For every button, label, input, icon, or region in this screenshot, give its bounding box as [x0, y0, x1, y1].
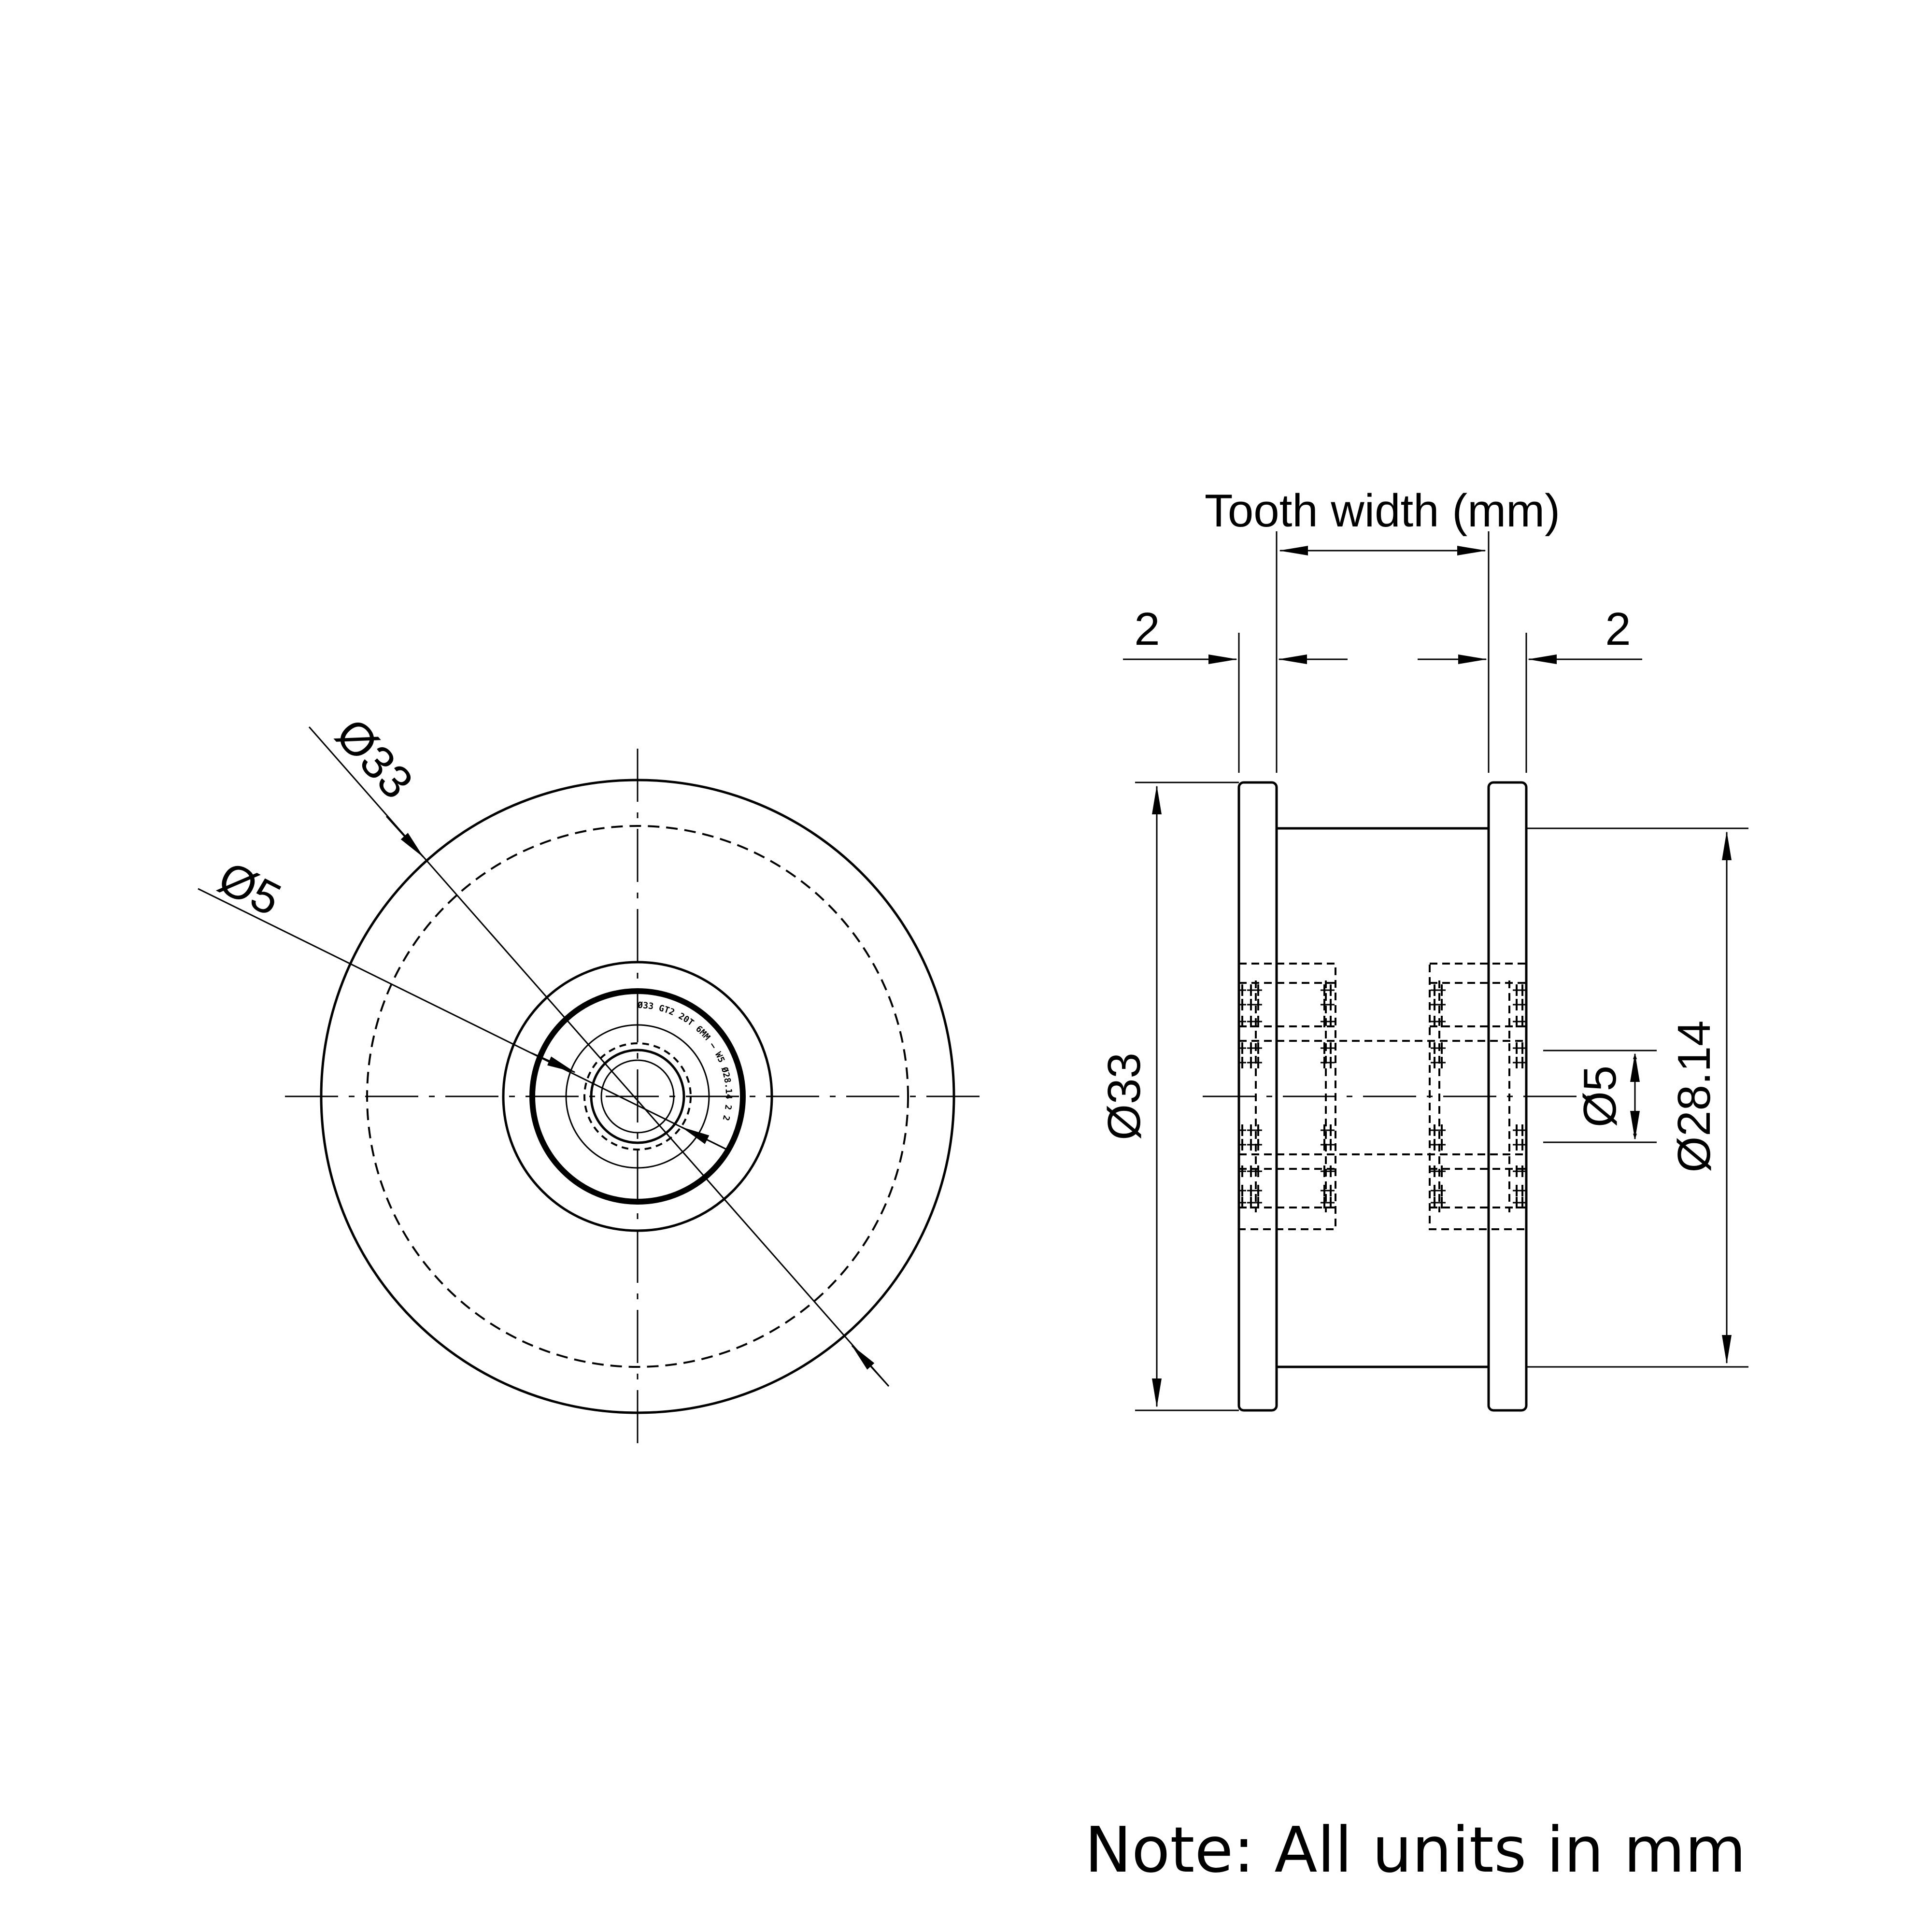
- bore-diameter-leader: [198, 888, 727, 1151]
- front-view: Ø33 GT2 20T 6MM — W5 Ø28.14 2 2 Ø33 Ø5: [198, 709, 990, 1449]
- engraving-ring-outer: [529, 988, 746, 1205]
- hub-circle: [502, 961, 773, 1232]
- bore-circle: [590, 1049, 685, 1144]
- bore-inner-circle: [600, 1059, 675, 1134]
- outer-diameter-label: Ø33: [326, 709, 423, 808]
- bore-hidden-circle: [583, 1042, 692, 1151]
- left-hidden-hub: [1238, 963, 1336, 1230]
- right-flange-label: 2: [1605, 603, 1631, 655]
- bore-diameter-arrow-right: [681, 1126, 727, 1151]
- outer-diameter-arrow-bottom: [851, 1345, 890, 1387]
- bore-diameter-label: Ø5: [210, 852, 289, 925]
- engraving-text: Ø33 GT2 20T 6MM — W5 Ø28.14 2 2: [637, 1000, 734, 1122]
- flange-diameter-label: Ø33: [1098, 1052, 1150, 1140]
- right-hidden-hub: [1429, 963, 1527, 1230]
- pitch-diameter-label: Ø28.14: [1668, 1021, 1720, 1173]
- tooth-width-label: Tooth width (mm): [1205, 485, 1560, 537]
- thread-ticks: [1238, 984, 1526, 1208]
- side-view: Tooth width (mm) 2 2 Ø33 Ø5 Ø28.14: [1098, 485, 1748, 1412]
- outer-diameter-arrow-top: [385, 815, 424, 858]
- units-note: Note: All units in mm: [1085, 1813, 1746, 1887]
- bore-diameter-arrow-left: [531, 1052, 576, 1073]
- side-bore-diameter-label: Ø5: [1574, 1065, 1626, 1127]
- engraving-ring-inner: [565, 1024, 710, 1169]
- pitch-circle: [366, 825, 909, 1368]
- outer-flange-circle: [320, 779, 955, 1414]
- left-flange-label: 2: [1134, 603, 1160, 655]
